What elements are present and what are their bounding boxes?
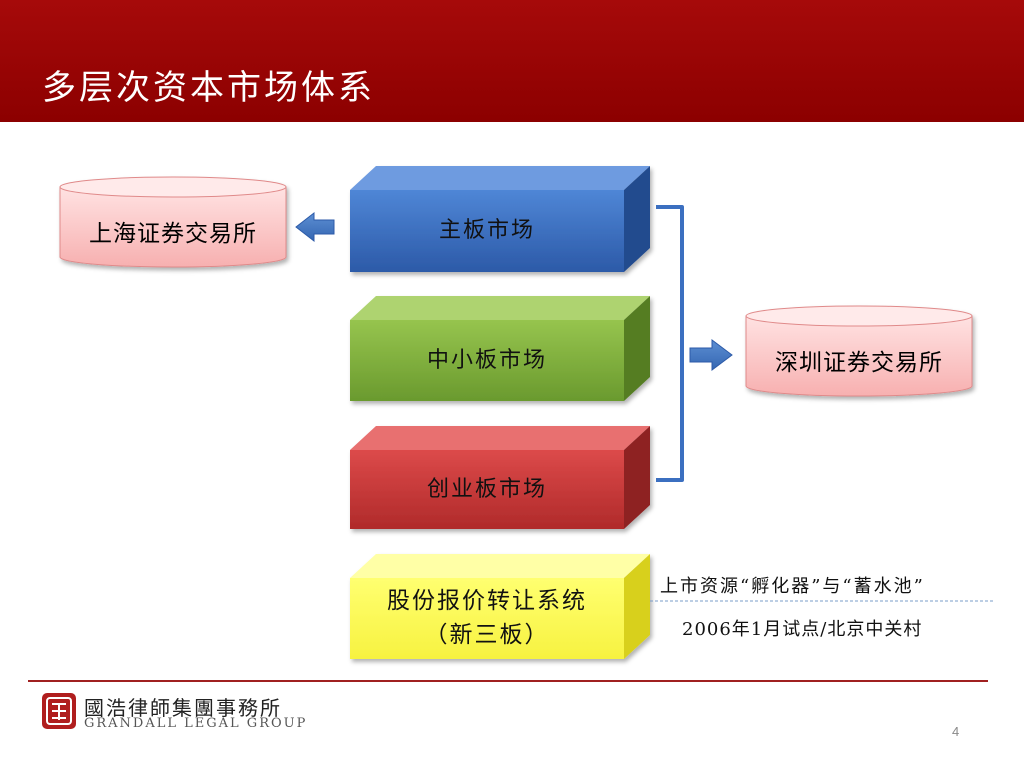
chinext-board-label: 创业板市场 xyxy=(426,476,547,502)
grandall-seal-icon xyxy=(42,693,76,729)
shanghai-exchange-label: 上海证券交易所 xyxy=(89,221,257,247)
pilot-note: 2006年1月试点/北京中关村 xyxy=(682,619,923,640)
bracket-connector xyxy=(656,205,684,482)
footer-divider xyxy=(28,680,988,682)
right-arrow-icon xyxy=(689,339,733,371)
neeq-box xyxy=(350,554,650,659)
shenzhen-exchange-cylinder xyxy=(745,305,973,397)
logo-chinese-name: 國浩律師集團事務所 xyxy=(84,696,282,720)
sme-board-box xyxy=(350,296,650,401)
logo-english-name: GRANDALL LEGAL GROUP xyxy=(84,716,308,731)
neeq-label: 股份报价转让系统 （新三板） xyxy=(350,578,624,659)
shanghai-exchange-cylinder xyxy=(59,176,287,268)
left-arrow-icon xyxy=(295,211,335,243)
title-bar xyxy=(0,0,1024,122)
main-board-box xyxy=(350,166,650,272)
neeq-label-line2: （新三板） xyxy=(424,621,550,648)
chinext-board-box xyxy=(350,426,650,529)
slide-title: 多层次资本市场体系 xyxy=(42,68,375,108)
sme-board-label: 中小板市场 xyxy=(426,347,547,373)
shenzhen-exchange-label: 深圳证券交易所 xyxy=(775,350,943,376)
page-number: 4 xyxy=(952,724,960,739)
incubator-note: 上市资源“孵化器”与“蓄水池” xyxy=(660,576,925,597)
neeq-label-line1: 股份报价转让系统 xyxy=(387,588,587,615)
main-board-label: 主板市场 xyxy=(438,218,535,244)
